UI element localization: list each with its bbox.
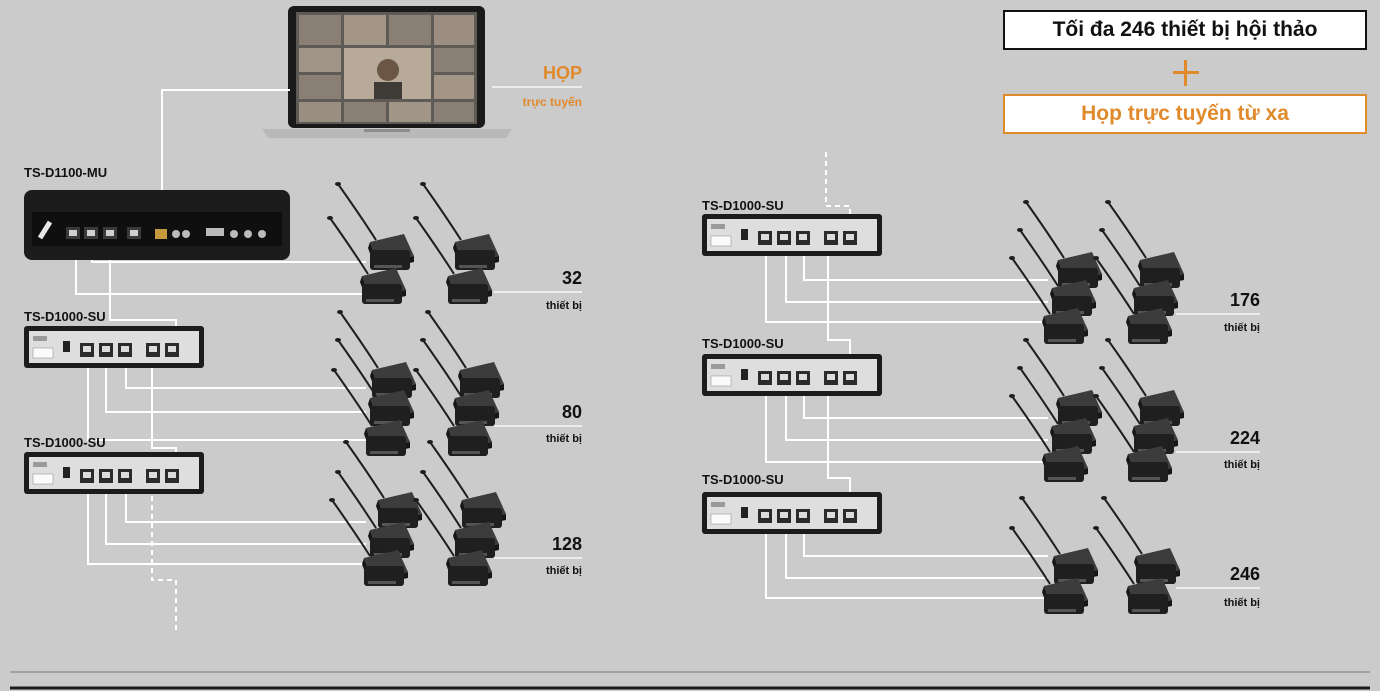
right-sub-unit-2-device — [701, 353, 883, 397]
right-sub-unit-3-device — [701, 491, 883, 535]
left-count-3-unit: thiết bị — [546, 565, 582, 577]
right-count-3-unit: thiết bị — [1224, 597, 1260, 609]
left-cables — [75, 89, 366, 565]
left-count-1-unit: thiết bị — [546, 300, 582, 312]
right-expansion-cable — [825, 152, 851, 218]
left-sub-unit-2-label: TS-D1000-SU — [24, 435, 106, 450]
laptop-image — [262, 6, 512, 138]
max-devices-box: Tối đa 246 thiết bị hội thảo — [1003, 10, 1367, 50]
left-count-2-unit: thiết bị — [546, 433, 582, 445]
right-count-1-unit: thiết bị — [1224, 322, 1260, 334]
right-sub-unit-2-label: TS-D1000-SU — [702, 336, 784, 351]
remote-meeting-text: Họp trực tuyến từ xa — [1081, 102, 1289, 125]
max-devices-text: Tối đa 246 thiết bị hội thảo — [1052, 18, 1318, 41]
left-sub-unit-1-device — [23, 325, 205, 369]
plus-icon — [1171, 58, 1201, 88]
right-microphones — [1008, 199, 1185, 615]
right-count-2-unit: thiết bị — [1224, 459, 1260, 471]
laptop-subtitle: trực tuyến — [523, 95, 582, 109]
left-count-3-value: 128 — [552, 534, 582, 554]
left-sub-unit-2-device — [23, 451, 205, 495]
remote-meeting-box: Họp trực tuyến từ xa — [1003, 94, 1367, 134]
right-sub-unit-3-label: TS-D1000-SU — [702, 472, 784, 487]
right-count-3-value: 246 — [1230, 564, 1260, 584]
left-microphones — [326, 181, 507, 587]
left-count-2-value: 80 — [562, 402, 582, 422]
main-unit-label: TS-D1100-MU — [24, 165, 107, 180]
right-count-1-value: 176 — [1230, 290, 1260, 310]
right-cables — [765, 246, 1048, 599]
right-sub-unit-1-device — [701, 213, 883, 257]
laptop-title: HỌP — [543, 63, 582, 83]
left-expansion-cable — [151, 478, 177, 630]
left-sub-unit-1-label: TS-D1000-SU — [24, 309, 106, 324]
left-count-1-value: 32 — [562, 268, 582, 288]
main-unit-device — [24, 190, 290, 260]
right-count-2-value: 224 — [1230, 428, 1260, 448]
right-sub-unit-1-label: TS-D1000-SU — [702, 198, 784, 213]
